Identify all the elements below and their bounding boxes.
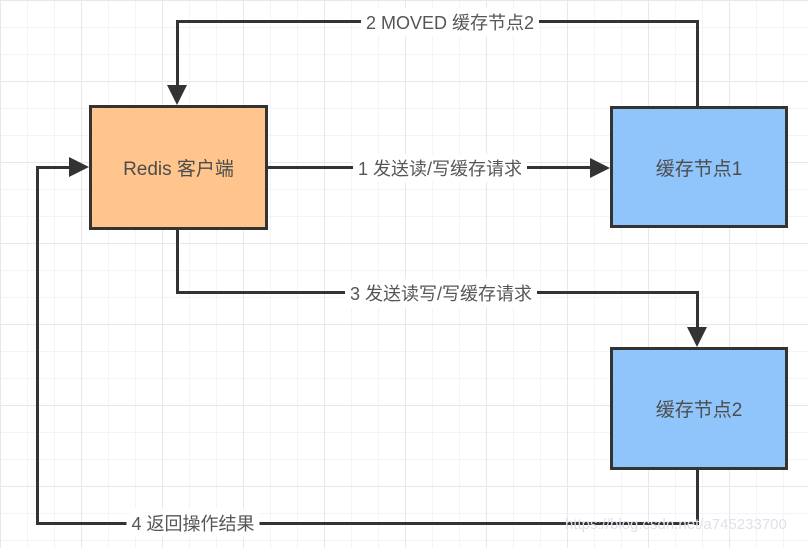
edge-4-arrowhead-right-icon: [69, 157, 89, 177]
csdn-watermark: https://blog.csdn.net/a745233700: [565, 516, 787, 533]
node-cache-node-2-label: 缓存节点2: [655, 400, 743, 421]
edge-2-arrowhead-down-icon: [167, 85, 187, 105]
edge-4-segment-bottom-horizontal: [36, 522, 699, 525]
node-cache-node-1: 缓存节点1: [610, 106, 788, 228]
edge-1-arrowhead-right-icon: [590, 158, 610, 178]
edge-3-label: 3 发送读写/写缓存请求: [344, 279, 538, 307]
edge-4-segment-down-from-cache2: [696, 470, 699, 525]
edge-4-label: 4 返回操作结果: [126, 509, 260, 537]
node-redis-client: Redis 客户端: [89, 105, 268, 230]
edge-2-label: 2 MOVED 缓存节点2: [360, 8, 540, 36]
node-cache-node-2: 缓存节点2: [610, 347, 788, 470]
edge-2-segment-down-to-redis: [176, 20, 179, 90]
edge-1-label: 1 发送读/写缓存请求: [352, 154, 528, 182]
edge-3-segment-down-from-redis: [176, 230, 179, 294]
node-cache-node-1-label: 缓存节点1: [655, 158, 743, 180]
edge-2-segment-up-from-cache1: [696, 20, 699, 107]
node-redis-client-label: Redis 客户端: [123, 159, 234, 180]
edge-3-segment-down-to-cache2: [696, 291, 699, 333]
edge-4-segment-into-redis: [36, 166, 70, 169]
edge-3-arrowhead-down-icon: [687, 327, 707, 347]
edge-4-segment-left-vertical: [36, 166, 39, 525]
